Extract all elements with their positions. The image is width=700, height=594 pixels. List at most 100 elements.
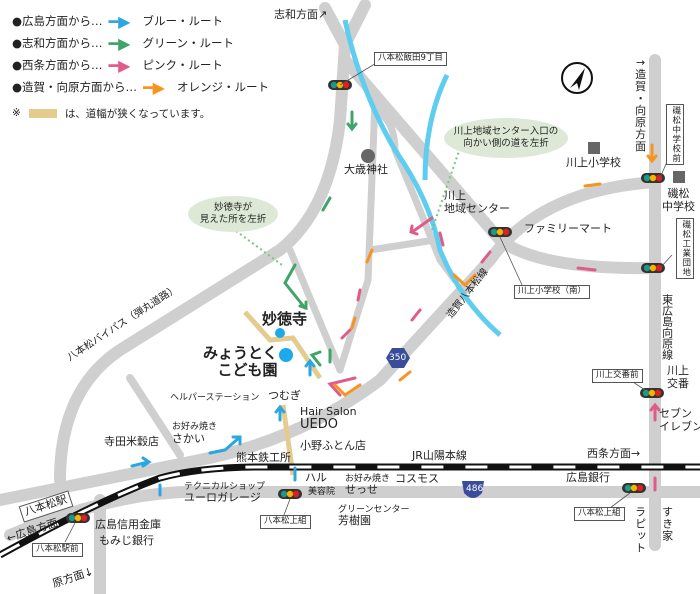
place-sakai-sub: お好み焼き bbox=[172, 422, 218, 432]
legend-pink: ●西条方面から… ━▶ ピンク・ルート bbox=[12, 54, 269, 76]
legend-route: グリーン・ルート bbox=[142, 36, 234, 50]
place-koban: 川上 交番 bbox=[667, 364, 689, 390]
route-350-number: 350 bbox=[389, 353, 407, 363]
callout-center: 川上地域センター入口の 向かい側の道を左折 bbox=[444, 118, 568, 158]
side-road-4 bbox=[286, 246, 344, 374]
legend-note: ※は、道幅が狭くなっています。 bbox=[12, 102, 269, 124]
legend-green: ●志和方面から…━▶グリーン・ルート bbox=[12, 32, 269, 54]
direction-zouka: ↑造賀・向原方面 bbox=[633, 58, 647, 153]
legend: ●広島方面から…━▶ブルー・ルート ●志和方面から…━▶グリーン・ルート ●西条… bbox=[12, 10, 269, 124]
railway-label: JR山陽本線 bbox=[412, 449, 467, 462]
legend-orange: ●造賀・向原方面から… ━▶ オレンジ・ルート bbox=[12, 76, 269, 98]
arrow-icon: ━▶ bbox=[108, 55, 131, 75]
school-marker bbox=[279, 348, 293, 362]
school-icon-kawakami bbox=[588, 142, 600, 154]
place-hoju: 芳樹園 bbox=[338, 514, 371, 527]
place-shinkin: 広島信用金庫 bbox=[95, 518, 161, 531]
place-ono: 小野ふとん店 bbox=[300, 439, 366, 452]
place-center: 川上 地域センター bbox=[444, 189, 510, 215]
place-otoshi: 大歳神社 bbox=[344, 163, 388, 176]
signal-label-station-mae: 八本松駅前 bbox=[32, 543, 83, 557]
place-tsumugi-sub: ヘルパーステーション bbox=[170, 393, 260, 403]
torii-icon bbox=[361, 149, 375, 163]
direction-shiwa: 志和方面↗ bbox=[274, 8, 328, 21]
orange-route-arrows bbox=[333, 143, 658, 397]
signal-label-iida: 八本松飯田9丁目 bbox=[374, 52, 447, 66]
place-isomatsu-jhs: 磯松 中学校 bbox=[662, 187, 695, 213]
place-cosmos: コスモス bbox=[395, 472, 439, 485]
river-branch bbox=[422, 73, 450, 181]
signal-label-kawakami-es: 川上小学校（南） bbox=[514, 285, 591, 299]
place-haru: ハル bbox=[305, 471, 327, 484]
zouka-line-road bbox=[0, 176, 661, 506]
place-sesse: せっせ bbox=[345, 483, 378, 496]
place-rabbit: ラピット bbox=[633, 506, 647, 554]
place-sukiya: すき家 bbox=[660, 506, 674, 542]
route-350-badge bbox=[386, 348, 410, 368]
place-euro-sub: テクニカルショップ bbox=[184, 482, 266, 492]
place-sakai: さかい bbox=[172, 432, 205, 445]
route-486-badge bbox=[462, 481, 484, 498]
place-hirogin: 広島銀行 bbox=[566, 471, 610, 484]
signal-label-kamigumi-2: 八本松上組 bbox=[574, 507, 625, 521]
legend-route: ブルー・ルート bbox=[142, 14, 224, 28]
road-label-higashi: 東広島向原線 bbox=[660, 294, 674, 360]
signal-label-isomatsu-ind: 磯松工業団地 bbox=[676, 218, 694, 279]
arrow-icon: ━▶ bbox=[108, 11, 131, 31]
side-road-2 bbox=[336, 96, 379, 374]
note-text: は、道幅が狭くなっています。 bbox=[64, 107, 211, 120]
place-hoju-sub: グリーンセンター bbox=[338, 505, 410, 515]
legend-route: オレンジ・ルート bbox=[177, 80, 270, 94]
narrow-road-swatch bbox=[28, 108, 57, 118]
signal-kamigumi-1 bbox=[278, 489, 302, 499]
place-sesse-sub: お好み焼き bbox=[345, 474, 391, 484]
blue-route-arrows bbox=[130, 358, 316, 497]
side-road-1 bbox=[126, 374, 184, 459]
place-uedo-sub: Hair Salon bbox=[300, 405, 357, 418]
place-kumamoto: 熊本鉄工所 bbox=[236, 451, 291, 464]
legend-origin: ●広島方面から… bbox=[12, 14, 103, 28]
legend-blue: ●広島方面から… ━▶ ブルー・ルート bbox=[12, 10, 269, 32]
railway bbox=[0, 463, 700, 559]
place-temple: 妙徳寺 bbox=[262, 310, 308, 328]
legend-origin: ●造賀・向原方面から… bbox=[12, 80, 138, 94]
place-momiji: もみじ銀行 bbox=[99, 534, 154, 547]
narrow-roads bbox=[243, 310, 323, 476]
signal-label-isomatsu-jhs: 磯松中学校前 bbox=[666, 104, 684, 165]
signal-label-kamigumi-1: 八本松上組 bbox=[260, 515, 311, 529]
compass bbox=[561, 62, 593, 94]
signal-koban bbox=[640, 388, 664, 398]
direction-saijo: 西条方面→ bbox=[587, 447, 641, 460]
traffic-signals bbox=[66, 80, 665, 523]
signal-station-mae bbox=[66, 513, 90, 523]
arrow-icon: ━▶ bbox=[143, 77, 165, 97]
legend-origin: ●西条方面から… bbox=[12, 58, 103, 72]
temple-marker bbox=[275, 328, 285, 338]
side-road-5 bbox=[366, 236, 439, 254]
callout-myotokuji: 妙徳寺が 見えた所を左折 bbox=[188, 196, 278, 232]
signal-isomatsu-ind bbox=[641, 263, 665, 273]
place-school: みょうとく こども園 bbox=[203, 344, 278, 380]
signal-label-koban: 川上交番前 bbox=[592, 369, 643, 383]
signal-kamigumi-2 bbox=[622, 483, 646, 493]
place-kawakami-es: 川上小学校 bbox=[566, 156, 621, 169]
arrow-icon: ━▶ bbox=[108, 33, 131, 53]
river bbox=[342, 19, 502, 337]
green-route-arrows bbox=[283, 110, 358, 367]
route486-road bbox=[4, 485, 700, 541]
place-euro: ユーロガレージ bbox=[184, 491, 261, 504]
place-tsumugi: つむぎ bbox=[268, 389, 301, 402]
signal-isomatsu-jhs bbox=[641, 173, 665, 183]
school-icon-isomatsu bbox=[673, 171, 685, 183]
bypass-road bbox=[54, 2, 352, 486]
place-seven: セブン イレブン bbox=[659, 407, 700, 433]
route-arrows bbox=[130, 110, 661, 497]
pink-route-arrows bbox=[327, 216, 661, 492]
signal-kawakami-es bbox=[488, 227, 512, 237]
legend-route: ピンク・ルート bbox=[142, 58, 223, 72]
place-terada: 寺田米穀店 bbox=[104, 435, 159, 448]
place-haru-sub: 美容院 bbox=[308, 487, 336, 497]
